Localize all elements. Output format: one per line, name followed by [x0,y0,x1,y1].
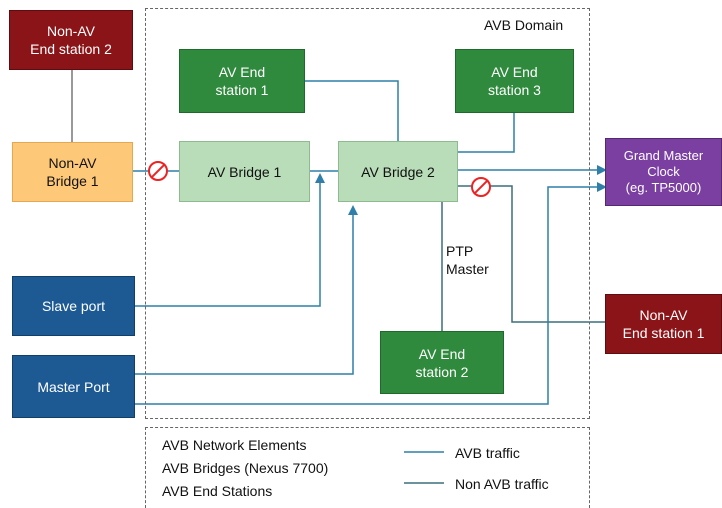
avb-domain-boundary [145,8,590,419]
ptp-master-label: PTP Master [446,243,489,277]
av-end-station-3[interactable]: AV End station 3 [455,49,574,113]
blocked-icon [471,177,491,197]
line-slaveport-to-avbridge1 [135,173,325,307]
legend-box [145,427,590,508]
line-aves3-to-avbridge2 [458,113,515,153]
av-bridge-1[interactable]: AV Bridge 1 [179,141,310,202]
grand-master-clock[interactable]: Grand Master Clock (eg. TP5000) [605,138,722,206]
non-av-bridge-1[interactable]: Non-AV Bridge 1 [12,142,133,202]
master-port[interactable]: Master Port [12,355,135,418]
av-bridge-2[interactable]: AV Bridge 2 [338,141,458,202]
legend-avb-traffic-label: AVB traffic [455,445,520,461]
av-end-station-2[interactable]: AV End station 2 [380,331,504,394]
av-end-station-1[interactable]: AV End station 1 [179,49,305,113]
slave-port[interactable]: Slave port [12,276,135,336]
line-masterport-to-grandmaster [135,182,607,405]
line-masterport-to-avbridge2 [135,205,358,375]
blocked-icon [148,161,168,181]
non-av-end-station-2[interactable]: Non-AV End station 2 [9,10,133,70]
legend-item-end-stations: AVB End Stations [162,483,273,499]
non-av-end-station-1[interactable]: Non-AV End station 1 [605,294,722,354]
avb-domain-label: AVB Domain [484,17,564,33]
legend-item-bridges: AVB Bridges (Nexus 7700) [162,460,329,476]
line-aves1-to-avbridge2 [305,80,399,141]
legend-non-avb-traffic-label: Non AVB traffic [455,476,549,492]
legend-item-network-elements: AVB Network Elements [162,437,307,453]
